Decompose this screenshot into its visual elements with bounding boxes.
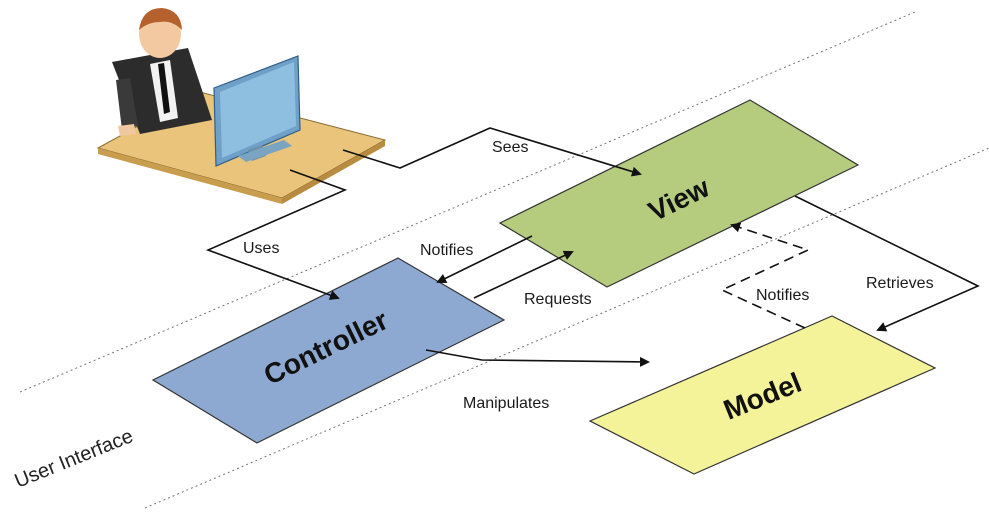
retrieves-arrow xyxy=(794,195,980,332)
notifies-view-controller-label: Notifies xyxy=(420,242,473,259)
sees-label: Sees xyxy=(492,139,528,156)
uses-label: Uses xyxy=(243,240,279,257)
uses-arrow xyxy=(205,169,348,300)
requests-arrow xyxy=(473,250,574,299)
notifies-model-view-arrow xyxy=(720,222,811,329)
view-box-shape xyxy=(498,99,860,288)
model-box-shape xyxy=(588,315,937,475)
notifies-view-controller-arrow xyxy=(436,235,533,283)
controller-box-shape xyxy=(151,257,506,444)
model-box[interactable]: Model xyxy=(588,315,937,475)
user-interface-label: User Interface xyxy=(12,425,137,492)
controller-box[interactable]: Controller xyxy=(151,257,506,444)
sees-arrow xyxy=(342,127,642,177)
manipulates-label: Manipulates xyxy=(463,395,549,412)
view-box[interactable]: View xyxy=(498,99,860,288)
requests-label: Requests xyxy=(524,291,592,308)
manipulates-arrow xyxy=(425,349,650,367)
retrieves-label: Retrieves xyxy=(866,275,934,292)
ui-boundary-line-upper xyxy=(19,11,916,393)
notifies-model-view-label: Notifies xyxy=(756,287,809,304)
user-at-desk-icon xyxy=(96,8,387,204)
